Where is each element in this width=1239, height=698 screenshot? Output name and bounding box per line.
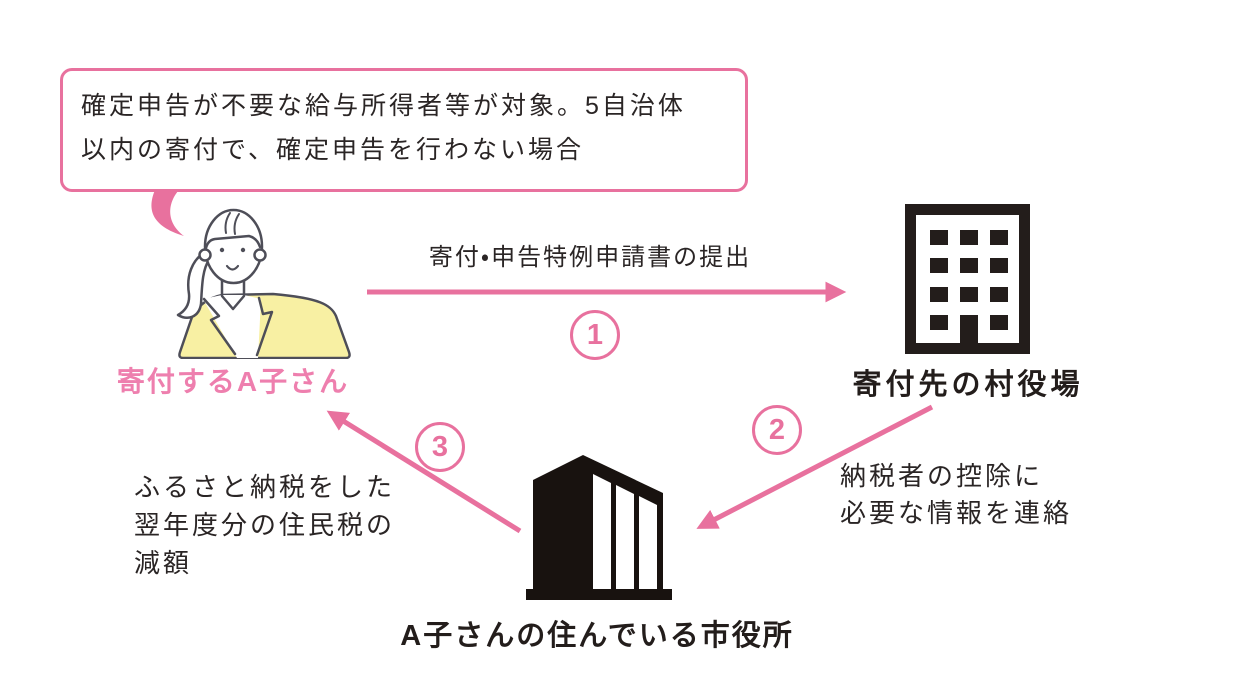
building-windows (930, 230, 1008, 344)
lapel-left (202, 297, 237, 356)
ear-left (198, 248, 212, 262)
ponytail (176, 250, 211, 319)
hair-strand-2 (233, 213, 240, 235)
city-hall-building-icon (526, 455, 672, 600)
city-hall-base (526, 589, 672, 600)
lapel-right (255, 296, 274, 357)
eye-left (219, 247, 225, 253)
step-2-badge: 2 (752, 405, 802, 455)
donor-label: 寄付するA子さん (116, 366, 350, 397)
flow-2-label-line-2: 必要な情報を連絡 (840, 498, 1073, 528)
shirt (203, 295, 261, 358)
city-hall-label: A子さんの住んでいる市役所 (400, 620, 794, 652)
flow-3-label-line-1: ふるさと納税をした (134, 472, 396, 502)
flow-3-label: ふるさと納税をした 翌年度分の住民税の 減額 (134, 468, 395, 582)
bangs (204, 234, 262, 250)
hair-strand-1 (224, 212, 231, 234)
flow-2-label-line-1: 納税者の控除に (840, 461, 1044, 491)
speech-bubble-tail (151, 190, 184, 236)
donor-woman-illustration (176, 208, 351, 359)
mouth (225, 264, 240, 271)
step-3-badge: 3 (415, 422, 465, 472)
speech-bubble-line-2: 以内の寄付で、確定申告を行わない場合 (81, 136, 585, 164)
flow-2-label: 納税者の控除に 必要な情報を連絡 (840, 458, 1072, 532)
flow-3-label-line-3: 減額 (134, 548, 193, 578)
speech-bubble-line-1: 確定申告が不要な給与所得者等が対象。5自治体 (81, 92, 686, 120)
step-1-badge: 1 (570, 310, 620, 360)
village-office-building-icon (905, 204, 1030, 354)
village-office-label: 寄付先の村役場 (852, 369, 1084, 401)
flow-1-label: 寄付・申告特例申請書の提出 (428, 244, 752, 271)
speech-bubble: 確定申告が不要な給与所得者等が対象。5自治体 以内の寄付で、確定申告を行わない場… (60, 68, 748, 192)
eye-right (240, 247, 246, 253)
head (203, 208, 264, 285)
city-hall-pillars (593, 474, 657, 589)
neck (220, 278, 246, 297)
ear-right (253, 248, 267, 262)
flow-3-label-line-2: 翌年度分の住民税の (134, 510, 396, 540)
jacket (178, 292, 351, 359)
building-door (960, 315, 978, 344)
shirt-v-neck (220, 294, 246, 311)
